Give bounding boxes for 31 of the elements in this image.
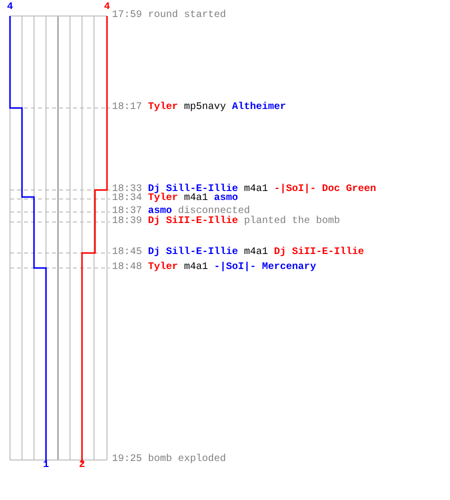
log-text: round started [148, 11, 226, 21]
log-text: disconnected [178, 207, 250, 217]
timestamp: 17:59 [112, 11, 142, 21]
log-text: asmo [214, 194, 238, 204]
log-text: Tyler [148, 263, 178, 273]
timestamp: 18:17 [112, 103, 142, 113]
timestamp: 18:34 [112, 194, 142, 204]
log-text: Dj SiII-E-Illie [148, 217, 238, 227]
log-text: m4a1 [184, 263, 208, 273]
log-text: -|SoI|- Doc Green [274, 185, 376, 195]
log-text: planted the bomb [244, 217, 340, 227]
log-text: -|SoI|- Mercenary [214, 263, 316, 273]
timestamp: 18:37 [112, 207, 142, 217]
timestamp: 19:25 [112, 455, 142, 465]
log-text: mp5navy [184, 103, 226, 113]
log-text: m4a1 [244, 185, 268, 195]
timestamp: 18:33 [112, 185, 142, 195]
timestamp: 18:48 [112, 263, 142, 273]
timestamp: 18:45 [112, 248, 142, 258]
count-number: 4 [104, 3, 110, 13]
timestamp: 18:39 [112, 217, 142, 227]
log-text: Dj Sill-E-Illie [148, 248, 238, 258]
log-text: m4a1 [184, 194, 208, 204]
log-text: Dj SiII-E-Illie [274, 248, 364, 258]
log-text: bomb exploded [148, 455, 226, 465]
log-text: asmo [148, 207, 172, 217]
count-number: 4 [7, 3, 13, 13]
log-text: Altheimer [232, 103, 286, 113]
log-text: Tyler [148, 194, 178, 204]
log-text: Tyler [148, 103, 178, 113]
log-text: m4a1 [244, 248, 268, 258]
